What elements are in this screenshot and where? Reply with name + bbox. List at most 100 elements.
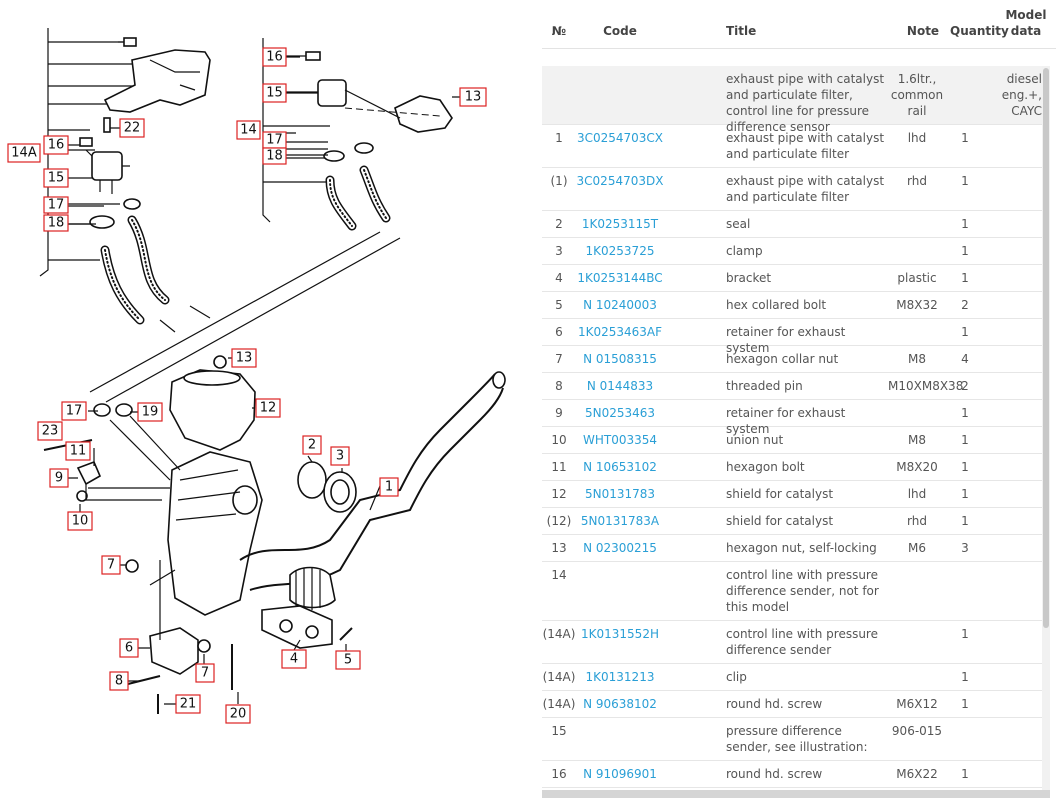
cell-title: seal	[726, 217, 751, 231]
cell-quantity: 1	[961, 697, 969, 711]
cell-code[interactable]: 1K0131552H	[581, 627, 659, 641]
cell-code[interactable]: 5N0131783A	[580, 514, 660, 528]
cell-quantity: 1	[961, 131, 969, 145]
cell-title: hexagon nut, self-locking	[726, 541, 877, 555]
cell-quantity: 2	[961, 298, 969, 312]
cell-quantity: 1	[961, 514, 969, 528]
cell-note: lhd	[907, 487, 927, 501]
svg-text:11: 11	[70, 444, 87, 459]
cell-no: 10	[551, 433, 567, 447]
svg-text:5: 5	[344, 653, 352, 668]
svg-text:19: 19	[142, 405, 159, 420]
table-header: № Code Title Note Quantity Model data	[542, 0, 1056, 49]
cell-note: M6X22	[896, 767, 938, 781]
cell-no: (14A)	[542, 670, 576, 684]
svg-text:1: 1	[385, 480, 393, 495]
cell-no: 16	[551, 767, 567, 781]
header-code: Code	[603, 24, 637, 38]
cell-title: shield for catalyst	[726, 487, 834, 501]
cell-title: control line with pressure difference se…	[726, 568, 879, 614]
cell-quantity: 1	[961, 670, 969, 684]
cell-no: 8	[555, 379, 563, 393]
cell-title: shield for catalyst	[726, 514, 834, 528]
cell-title: hexagon collar nut	[726, 352, 839, 366]
cell-code[interactable]: N 90638102	[583, 697, 657, 711]
svg-text:13: 13	[465, 90, 482, 105]
table-row[interactable]: exhaust pipe with catalyst and particula…	[542, 66, 1042, 134]
header-note: Note	[906, 24, 940, 38]
svg-text:9: 9	[55, 471, 63, 486]
cell-no: 5	[555, 298, 563, 312]
cell-no: 1	[555, 131, 563, 145]
parts-diagram: 16 15 13 14 17 18 22 14A 16 15 17 18 13 …	[7, 28, 506, 724]
cell-quantity: 1	[961, 325, 969, 339]
header-quantity: Quantity	[950, 24, 1009, 38]
cell-code[interactable]: 3C0254703CX	[576, 131, 664, 145]
svg-text:23: 23	[42, 424, 59, 439]
cell-title: clamp	[726, 244, 763, 258]
cell-code[interactable]: 1K0253115T	[581, 217, 659, 231]
svg-text:3: 3	[336, 449, 344, 464]
cell-code[interactable]: 5N0131783	[584, 487, 656, 501]
cell-code[interactable]: 5N0253463	[584, 406, 656, 420]
cell-code[interactable]: N 10653102	[583, 460, 657, 474]
horizontal-scrollbar[interactable]	[542, 790, 1050, 798]
cell-title: hex collared bolt	[726, 298, 827, 312]
svg-text:22: 22	[124, 121, 141, 136]
cell-no: (12)	[546, 514, 572, 528]
cell-code[interactable]: N 10240003	[583, 298, 657, 312]
cell-quantity: 1	[961, 271, 969, 285]
svg-text:15: 15	[266, 86, 283, 101]
svg-text:7: 7	[201, 666, 209, 681]
cell-code[interactable]: 1K0253144BC	[577, 271, 663, 285]
cell-code[interactable]: 1K0253463AF	[577, 325, 663, 339]
cell-code[interactable]: N 01508315	[583, 352, 657, 366]
cell-title: retainer for exhaust system	[726, 406, 846, 436]
cell-code[interactable]: N 02300215	[583, 541, 657, 555]
svg-text:6: 6	[125, 641, 133, 656]
cell-note: 906-015	[891, 724, 943, 738]
cell-code[interactable]: 1K0253725	[585, 244, 655, 258]
svg-text:14: 14	[240, 123, 257, 138]
vertical-scrollbar-thumb[interactable]	[1043, 68, 1049, 628]
cell-code[interactable]: N 91096901	[583, 767, 657, 781]
cell-code[interactable]: 1K0131213	[585, 670, 655, 684]
cell-code[interactable]: WHT003354	[582, 433, 658, 447]
cell-title: clip	[726, 670, 747, 684]
parts-table: № Code Title Note Quantity Model data ex…	[542, 0, 1056, 800]
cell-note: lhd	[907, 131, 927, 145]
cell-no: 6	[555, 325, 563, 339]
table-row[interactable]: (14A) 1K0131213 clip 1	[542, 664, 1042, 691]
cell-code[interactable]: N 0144833	[586, 379, 654, 393]
cell-title: exhaust pipe with catalyst and particula…	[726, 174, 885, 204]
cell-no: (14A)	[542, 697, 576, 711]
cell-no: 15	[551, 724, 567, 738]
cell-quantity: 1	[961, 244, 969, 258]
diagram-callouts: 16 15 13 14 17 18 22 14A 16 15 17 18 13 …	[7, 47, 487, 724]
svg-text:17: 17	[66, 404, 83, 419]
cell-code[interactable]: 3C0254703DX	[576, 174, 664, 188]
header-model-line2: data	[1010, 24, 1042, 38]
cell-note: M10XM8X38	[888, 379, 964, 393]
cell-note: M8	[908, 352, 926, 366]
